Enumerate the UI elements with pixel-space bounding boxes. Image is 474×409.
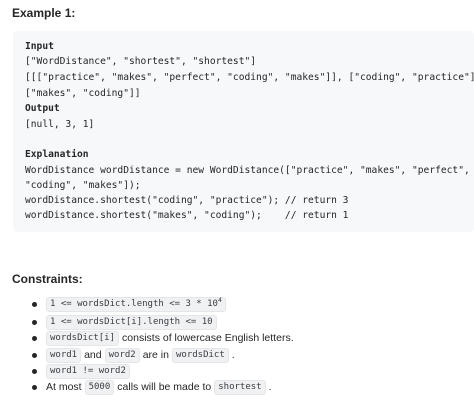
constraints-title: Constraints: (12, 272, 83, 286)
explanation-label: Explanation (25, 149, 89, 160)
constraint-item: word1 and word2 are in wordsDict . (32, 347, 238, 363)
constraint-text: . (231, 349, 235, 361)
constraint-item: At most 5000 calls will be made to short… (32, 379, 275, 395)
explanation-line-1: WordDistance wordDistance = new WordDist… (25, 165, 470, 176)
bullet-icon (32, 384, 37, 390)
input-line-1: ["WordDistance", "shortest", "shortest"] (25, 56, 257, 67)
explanation-line-4: wordDistance.shortest("makes", "coding")… (25, 210, 349, 221)
inline-code: 1 <= wordsDict.length <= 3 * 104 (46, 295, 226, 312)
constraint-item: word1 != word2 (32, 363, 130, 379)
inline-code: wordsDict[i] (46, 330, 120, 346)
inline-code: wordsDict (171, 347, 229, 363)
output-line: [null, 3, 1] (25, 119, 95, 130)
inline-code: 5000 (84, 379, 115, 395)
constraint-text: . (268, 381, 272, 393)
example-title: Example 1: (12, 6, 76, 20)
constraint-text: At most (46, 381, 82, 393)
input-line-3: ["makes", "coding"]] (25, 88, 141, 99)
bullet-icon (32, 319, 37, 325)
inline-code: word1 (46, 347, 82, 363)
inline-code: word1 != word2 (46, 363, 130, 379)
constraint-item: 1 <= wordsDict[i].length <= 10 (32, 314, 217, 330)
example-code-block: Input ["WordDistance", "shortest", "shor… (13, 31, 474, 232)
bullet-icon (32, 301, 37, 307)
inline-code: word2 (104, 347, 140, 363)
output-label: Output (25, 103, 60, 114)
bullet-icon (32, 368, 37, 374)
code-text: 1 <= wordsDict.length <= 3 * 10 (50, 298, 218, 309)
constraint-item: wordsDict[i] consists of lowercase Engli… (32, 330, 297, 346)
explanation-line-2: "coding", "makes"]); (25, 180, 141, 191)
constraint-text: are in (142, 349, 169, 361)
exponent: 4 (217, 295, 222, 304)
constraint-text: calls will be made to (117, 381, 212, 393)
inline-code: shortest (214, 379, 266, 395)
input-label: Input (25, 41, 54, 52)
constraint-item: 1 <= wordsDict.length <= 3 * 104 (32, 296, 226, 312)
input-line-2: [[["practice", "makes", "perfect", "codi… (25, 72, 474, 83)
bullet-icon (32, 335, 37, 341)
constraint-text: consists of lowercase English letters. (122, 332, 294, 344)
bullet-icon (32, 352, 37, 358)
explanation-line-3: wordDistance.shortest("coding", "practic… (25, 195, 349, 206)
inline-code: 1 <= wordsDict[i].length <= 10 (46, 314, 217, 330)
constraint-text: and (84, 349, 102, 361)
